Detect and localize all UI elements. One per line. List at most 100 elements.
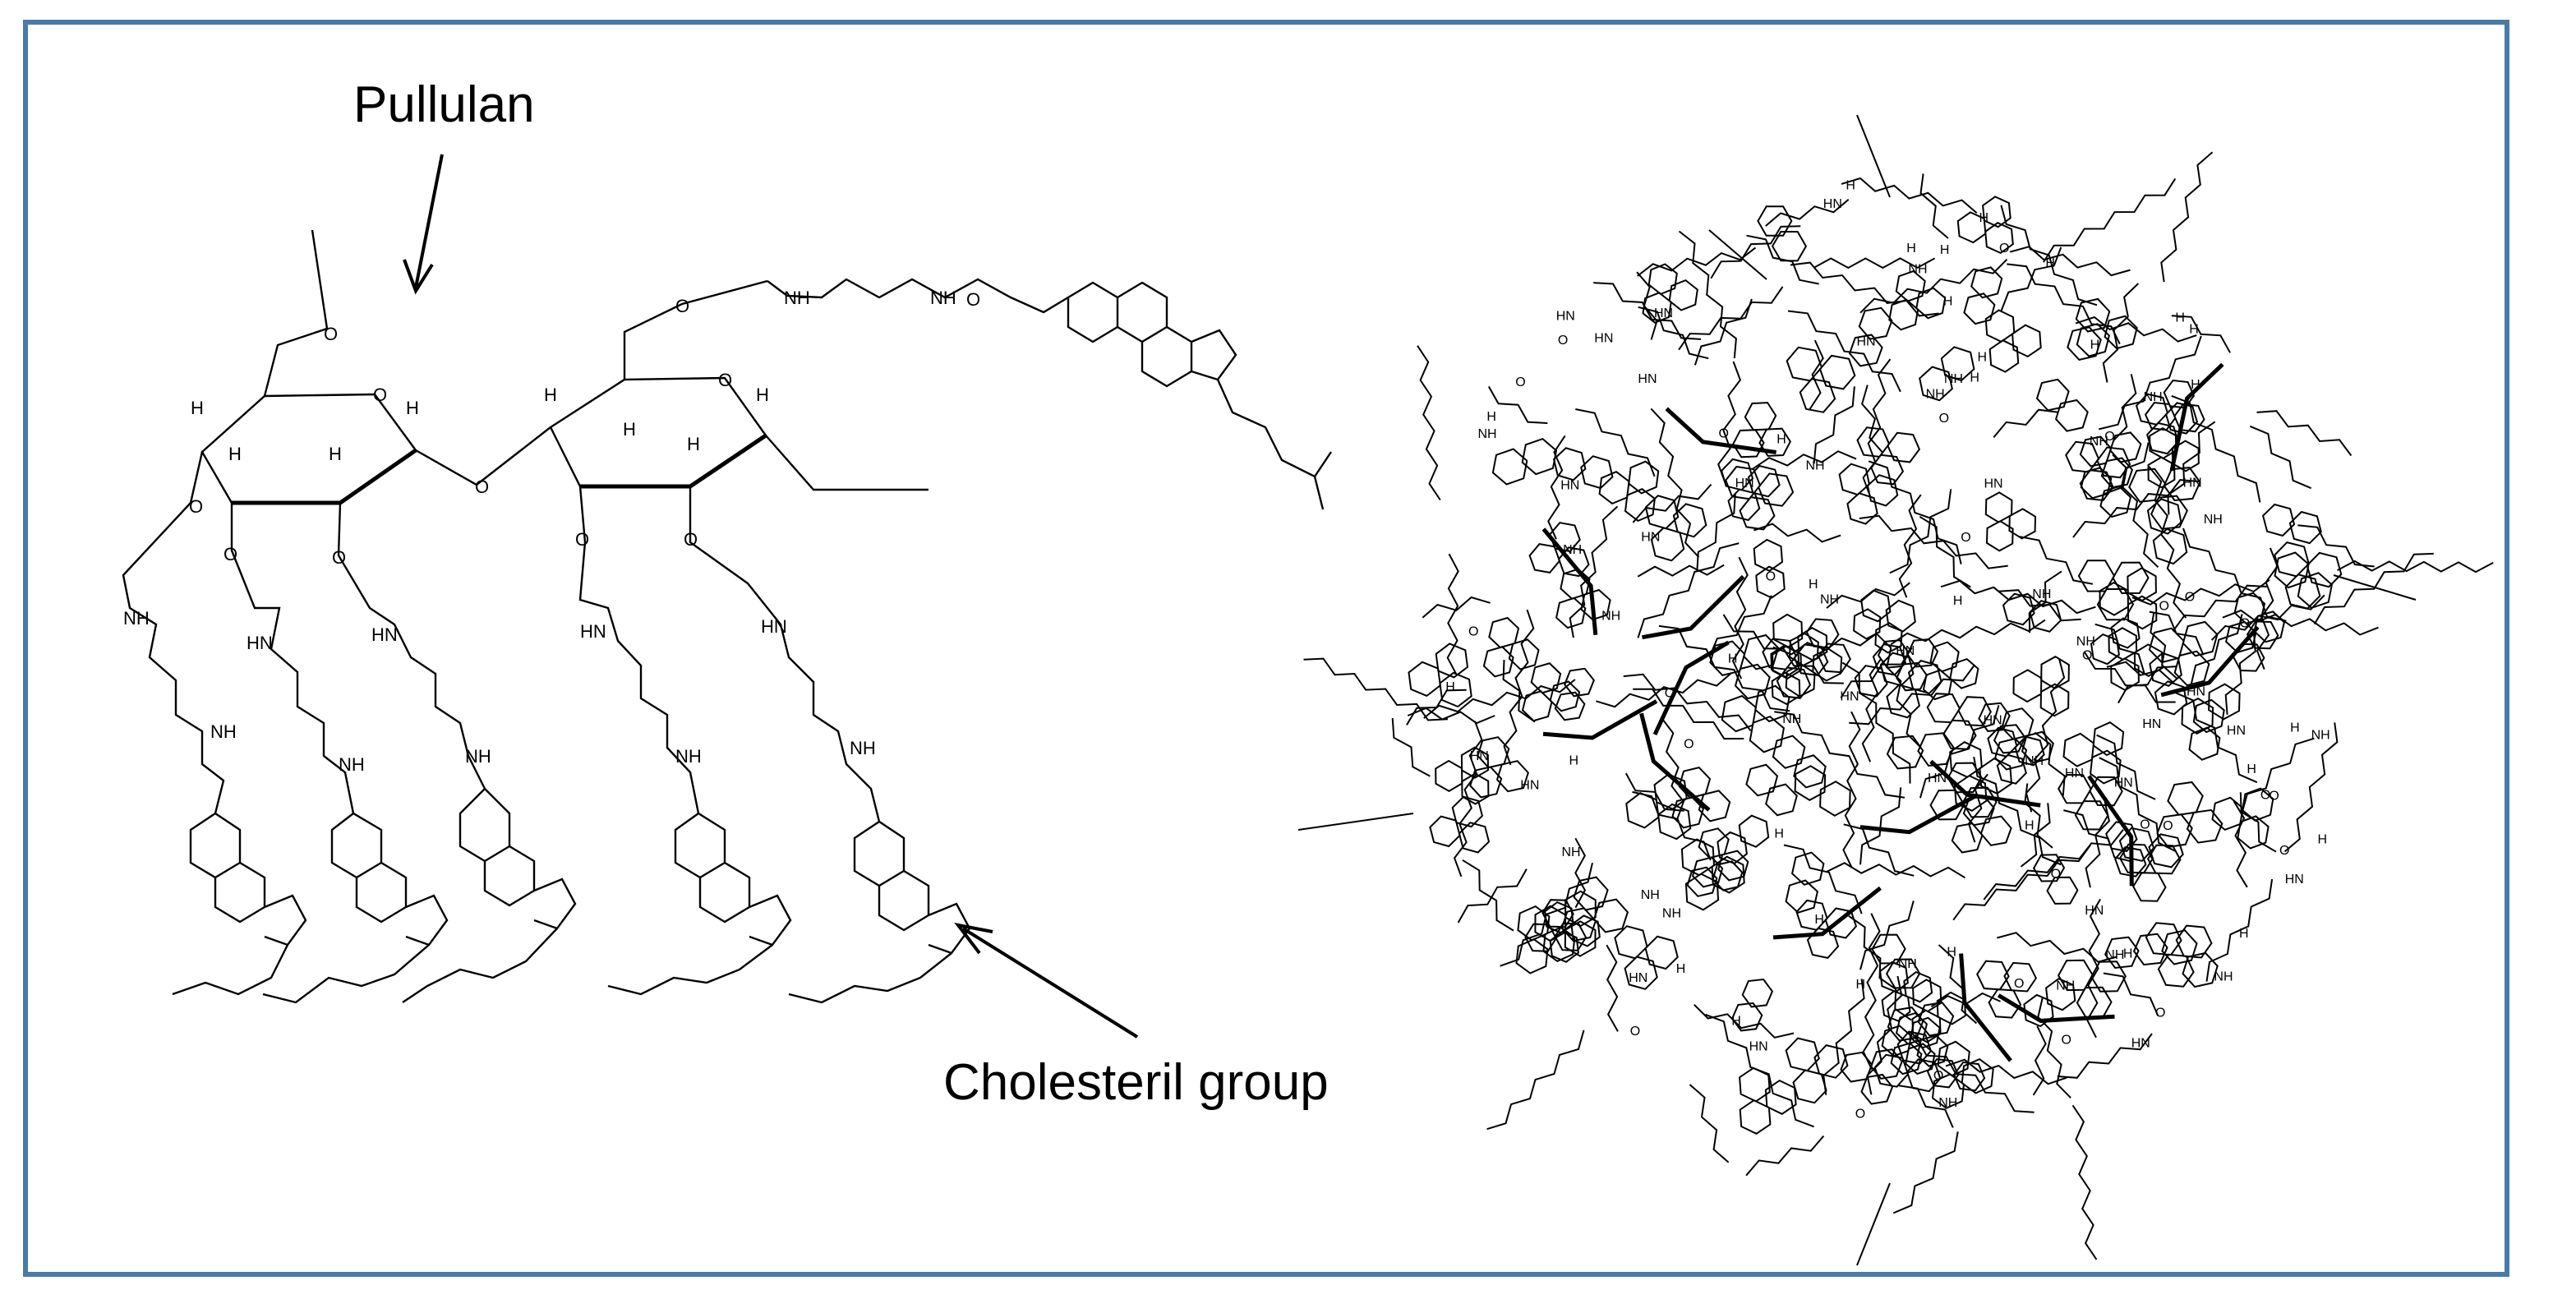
atom-hn: HN [761,616,787,637]
aggregate-ring [1963,293,1996,325]
aggregate-chain [1632,790,1712,861]
aggregate-ring [2135,393,2169,426]
aggregate-chain [1693,1003,1795,1039]
aggregate-chain [1407,707,1495,725]
aggregate-ring [1856,426,1891,458]
aggregate-ring [1838,463,1870,496]
aggregate-ring [2012,669,2043,703]
aggregate-ring [1785,1037,1820,1072]
aggregate-atom-label: HN [1928,772,1947,785]
aggregate-atom-label: H [1486,410,1496,424]
aggregate-ring [2128,468,2167,503]
aggregate-atom-label: H [2123,947,2133,960]
aggregate-ring [1771,231,1808,262]
aggregate-ring [1949,657,1979,689]
aggregate-chain [2099,335,2202,431]
aggregate-ring [1657,803,1692,841]
aggregate-atom-label: NH [2144,390,2163,404]
aggregate-backbone [1665,407,1776,454]
aggregate-ring [1961,786,1998,818]
aggregate-atom-label: HN [1840,690,1859,704]
aggregate-backbone [1542,699,1658,740]
aggregate-ring [1926,693,1961,724]
aggregate-ring [2186,808,2223,844]
aggregate-ring [1881,990,1911,1022]
aggregate-ring [1860,1073,1894,1105]
aggregate-atom-label: O [2269,790,2279,804]
aggregate-atom-label: NH [2032,587,2051,601]
aggregate-ring [1555,597,1587,629]
aggregate-chain [2171,394,2261,503]
aggregate-ring [1853,608,1882,640]
aggregate-ring [1797,627,1828,661]
aggregate-ring [2035,378,2070,412]
aggregate-ring [2104,315,2138,350]
aggregate-atom-label: HN [2114,776,2133,790]
aggregate-chain [1868,460,1962,564]
aggregate-atom-label: NH [2214,970,2233,983]
aggregate-ring [2058,773,2092,804]
aggregate-chain [1731,556,1749,679]
aggregate-chain [2106,661,2175,684]
aggregate-chain [1862,358,1892,497]
aggregate-ring [2148,627,2185,664]
aggregate-atom-label: O [2140,818,2150,831]
aggregate-chain [1848,914,1912,1021]
aggregate-chain [1574,837,1587,909]
aggregate-atom-label: H [2025,819,2035,833]
aggregate-ring [1592,898,1629,933]
aggregate-ring [2032,854,2066,882]
aggregate-ring [1988,988,2022,1019]
aggregate-ring [2274,541,2310,578]
atom-o: O [475,477,489,497]
aggregate-ring [1429,815,1461,848]
aggregate-ring [1644,935,1679,970]
aggregate-atom-label: H [1776,432,1786,446]
aggregate-atom-label: HN [1749,1039,1768,1053]
aggregate-ring [2146,498,2182,535]
aggregate-ring [1482,646,1514,678]
aggregate-ring [1786,346,1823,382]
aggregate-atom-label: NH [1782,712,1801,726]
aggregate-chain [1843,823,1915,877]
aggregate-atom-label: NH [1478,427,1497,441]
aggregate-ring [1881,1025,1912,1057]
aggregate-backbone [1859,795,1975,835]
aggregate-ring [1890,1042,1923,1076]
aggregate-ring [1813,1043,1849,1079]
aggregate-atom-label: O [1766,570,1776,584]
aggregate-chain [2337,560,2494,573]
aggregate-atom-label: O [2159,599,2169,613]
aggregate-ring [2099,485,2132,518]
aggregate-ring [1926,1058,1960,1089]
aggregate-ring [1727,488,1761,522]
aggregate-atom-label: HN [1857,335,1876,349]
aggregate-ring [1951,822,1984,854]
aggregate-atom-label: H [1731,1015,1741,1029]
aggregate-atom-label: H [1979,211,1989,225]
aggregate-atom-label: O [1961,531,1970,545]
aggregate-backbone [1997,993,2115,1023]
aggregate-ring [1741,978,1774,1008]
aggregate-atom-label: H [2318,833,2328,847]
aggregate-chain [1417,345,1441,501]
aggregate-atom-label: H [1970,371,1979,385]
aggregate-ring [1647,263,1678,296]
aggregate-atom-label: H [1728,652,1738,666]
aggregate-ring [1848,334,1883,367]
aggregate-backbone [1652,640,1730,736]
aggregate-chain [1945,1058,2067,1085]
aggregate-chain [2172,584,2267,632]
aggregate-chain [2131,578,2270,606]
aggregate-chain [1826,862,1966,879]
aggregate-ring [1988,339,2020,373]
aggregate-atom-label: H [1774,827,1784,841]
aggregate-ring [1672,503,1707,538]
aggregate-atom-label: NH [1908,262,1927,276]
aggregate-ring [1874,622,1903,654]
aggregate-atom-label: H [1947,946,1956,960]
aggregate-chain [2084,652,2176,703]
aggregate-chain [1303,657,1449,721]
aggregate-chain [1823,979,1865,1095]
aggregate-chain [1876,633,1922,749]
